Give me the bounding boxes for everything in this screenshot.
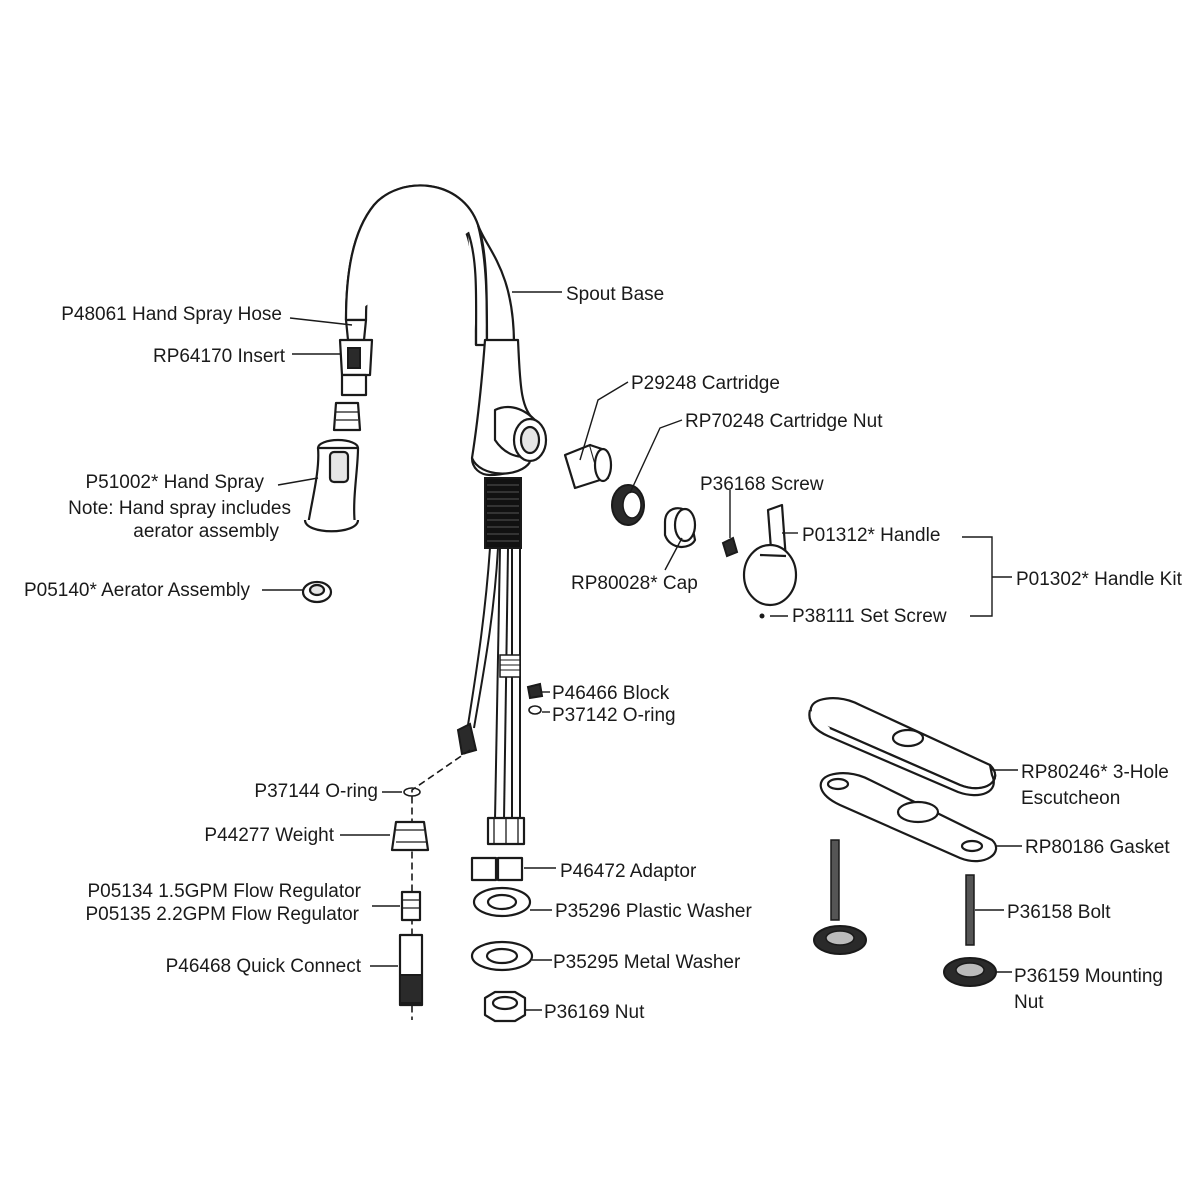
adaptor-part [470,856,524,882]
label-hand-spray-note-2: aerator assembly [133,521,279,542]
label-cartridge-nut: RP70248 Cartridge Nut [685,411,883,432]
label-flow-regulator-22: P05135 2.2GPM Flow Regulator [85,904,359,925]
label-cap: RP80028* Cap [571,573,698,594]
mounting-nut-left-part [813,925,867,955]
hand-spray-connector [332,401,362,432]
leader-lines [262,291,1022,1011]
supply-lines [456,547,526,846]
label-insert: RP64170 Insert [153,346,286,367]
label-hand-spray-note-1: Note: Hand spray includes [68,498,291,519]
quick-connect-part [398,933,424,1007]
label-screw: P36168 Screw [700,474,824,495]
label-weight: P44277 Weight [204,825,334,846]
label-spout-base: Spout Base [566,284,664,305]
label-block: P46466 Block [552,683,670,704]
spout [344,184,516,347]
label-metal-washer: P35295 Metal Washer [553,952,741,973]
hand-spray-hose [344,318,368,342]
spout-base [470,338,548,477]
label-aerator-assembly: P05140* Aerator Assembly [24,580,251,601]
escutcheon-part [808,697,997,797]
label-gasket: RP80186 Gasket [1025,837,1170,858]
insert-part [338,338,374,397]
label-cartridge: P29248 Cartridge [631,373,780,394]
set-screw-dot [759,613,765,619]
o-ring-block-part [528,705,542,715]
handle-part [742,503,798,607]
label-escutcheon-2: Escutcheon [1021,788,1120,809]
bolt-left-part [830,839,840,921]
shank [484,477,522,549]
label-set-screw: P38111 Set Screw [792,606,947,627]
metal-washer-part [470,940,534,972]
label-quick-connect: P46468 Quick Connect [166,956,362,977]
label-mounting-nut-2: Nut [1014,992,1044,1013]
cap-part [663,507,697,548]
weight-part [390,820,430,852]
label-bolt: P36158 Bolt [1007,902,1111,923]
label-plastic-washer: P35296 Plastic Washer [555,901,752,922]
label-o-ring-block: P37142 O-ring [552,705,676,726]
cartridge-nut-part [611,484,645,526]
mounting-nut-right-part [943,957,997,987]
label-adaptor: P46472 Adaptor [560,861,697,882]
hand-spray-part [303,438,360,533]
label-o-ring: P37144 O-ring [254,781,378,802]
plastic-washer-part [472,886,532,918]
part-labels: P48061 Hand Spray Hose RP64170 Insert P5… [24,284,1183,1023]
gasket-part [819,772,998,863]
label-hand-spray: P51002* Hand Spray [85,472,264,493]
label-nut: P36169 Nut [544,1002,645,1023]
flow-regulator-part [400,890,422,922]
bolt-right-part [965,874,975,946]
label-handle: P01312* Handle [802,525,940,546]
label-mounting-nut-1: P36159 Mounting [1014,966,1163,987]
block-part [526,682,544,700]
o-ring-part [403,787,421,797]
label-escutcheon-1: RP80246* 3-Hole [1021,762,1169,783]
nut-part [483,990,527,1023]
label-hand-spray-hose: P48061 Hand Spray Hose [61,304,282,325]
label-handle-kit: P01302* Handle Kit [1016,569,1183,590]
label-flow-regulator-15: P05134 1.5GPM Flow Regulator [87,881,361,902]
cartridge-part [563,443,613,490]
aerator-part [301,580,333,604]
screw-part [721,536,739,558]
